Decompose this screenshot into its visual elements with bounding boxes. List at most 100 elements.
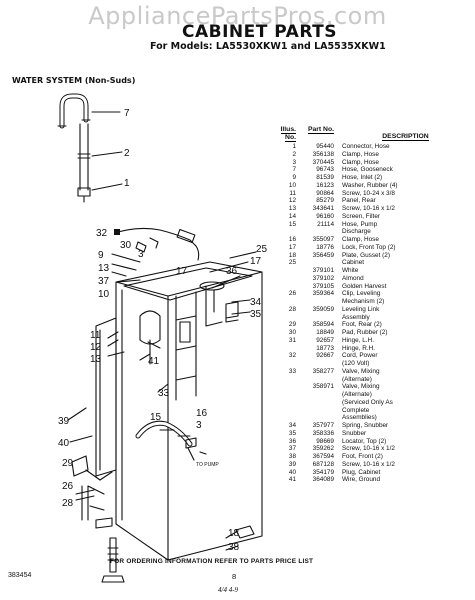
cell-description: Foot, Front (2) xyxy=(342,453,383,461)
cell-description: Screw, 10-16 x 1/2 xyxy=(342,205,395,213)
cell-description: Cord, Power xyxy=(342,352,378,360)
callout-18: 18 xyxy=(228,528,240,539)
cell-description: Mechanism (2) xyxy=(342,298,385,306)
cell-illus-no: 39 xyxy=(288,460,296,468)
to-pump-label: TO PUMP xyxy=(196,462,219,468)
cell-illus-no: 26 xyxy=(288,290,296,298)
cell-illus-no: 9 xyxy=(292,174,296,182)
cell-description: Hinge, R.H. xyxy=(342,344,376,352)
cell-illus-no: 34 xyxy=(288,422,296,430)
cell-illus-no: 1 xyxy=(292,143,296,151)
parts-table-header: Illus. No. Part No. DESCRIPTION xyxy=(274,126,469,142)
cell-illus-no: 31 xyxy=(288,336,296,344)
cell-description: (120 Volt) xyxy=(342,360,370,368)
table-row: Complete xyxy=(274,407,469,415)
front-foot xyxy=(109,537,117,573)
cell-illus-no: 17 xyxy=(288,243,296,251)
table-row: Assemblies) xyxy=(274,414,469,422)
cell-part-no: 21114 xyxy=(317,220,334,228)
table-row: 26 359364 Clip, Leveling xyxy=(274,290,469,298)
cell-illus-no: 18 xyxy=(288,251,296,259)
cell-part-no: 370445 xyxy=(312,158,334,166)
cell-illus-no xyxy=(274,228,300,236)
cell-description: Hose, Gooseneck xyxy=(342,166,393,174)
cell-description: Complete xyxy=(342,406,370,414)
cell-illus-no: 37 xyxy=(288,445,296,453)
callout-10: 10 xyxy=(98,289,110,300)
table-row: 9 81539 Hose, Inlet (2) xyxy=(274,174,469,182)
cell-part-no: 359364 xyxy=(312,290,334,298)
callout-26: 26 xyxy=(62,481,74,492)
callout-25: 25 xyxy=(256,244,268,255)
callout-7: 7 xyxy=(124,108,130,119)
callout-39: 39 xyxy=(58,416,70,427)
cell-part-no: 81539 xyxy=(316,174,334,182)
cell-description: Washer, Rubber (4) xyxy=(342,181,398,189)
cell-description: Pad, Rubber (2) xyxy=(342,329,388,337)
cell-illus-no: 14 xyxy=(288,212,296,220)
cell-part-no: 343641 xyxy=(312,205,334,213)
table-row: (Alternate) xyxy=(274,391,469,399)
callout-15: 15 xyxy=(150,412,162,423)
cell-part-no: 358336 xyxy=(312,429,334,437)
cell-part-no: 379102 xyxy=(312,274,334,282)
cell-part-no: 355097 xyxy=(312,236,334,244)
cell-illus-no xyxy=(274,345,300,353)
cell-description: Screw, 10-24 x 3/8 xyxy=(342,189,395,197)
cell-illus-no: 38 xyxy=(288,453,296,461)
page-number: 8 xyxy=(232,572,237,581)
cell-description: Clip, Leveling xyxy=(342,290,381,298)
cell-illus-no xyxy=(274,376,300,384)
vertical-hose xyxy=(79,123,89,191)
cell-illus-no: 29 xyxy=(288,321,296,329)
cell-part-no: 18776 xyxy=(316,243,334,251)
cell-part-no: 18849 xyxy=(316,329,334,337)
callout-9: 9 xyxy=(98,250,104,261)
cell-description: Golden Harvest xyxy=(342,282,387,290)
handwritten-note: 4/4 4-9 xyxy=(218,586,239,594)
callout-16: 16 xyxy=(196,408,208,419)
cell-part-no: 16123 xyxy=(316,181,334,189)
cell-illus-no xyxy=(274,383,300,391)
cell-description: (Alternate) xyxy=(342,375,372,383)
cell-part-no: 95440 xyxy=(316,143,334,151)
cell-illus-no: 33 xyxy=(288,367,296,375)
rear-panel xyxy=(95,317,117,477)
cell-description: Spring, Snubber xyxy=(342,422,389,430)
callout-2: 2 xyxy=(124,148,130,159)
cell-description: Assemblies) xyxy=(342,414,377,422)
cell-illus-no: 40 xyxy=(288,468,296,476)
gooseneck-hose xyxy=(59,93,89,129)
cell-description: Panel, Rear xyxy=(342,197,376,205)
callout-1: 1 xyxy=(124,178,130,189)
callout-33: 33 xyxy=(158,388,170,399)
cell-description: Valve, Mixing xyxy=(342,383,380,391)
cell-illus-no xyxy=(274,414,300,422)
cell-part-no: 357977 xyxy=(312,422,334,430)
cell-illus-no: 35 xyxy=(288,429,296,437)
cell-illus-no: 10 xyxy=(288,181,296,189)
cell-illus-no: 36 xyxy=(288,437,296,445)
cell-part-no: 358594 xyxy=(312,321,334,329)
cell-illus-no xyxy=(274,275,300,283)
cell-part-no xyxy=(300,399,342,407)
page-title: CABINET PARTS xyxy=(182,22,337,42)
cell-illus-no: 41 xyxy=(288,476,296,484)
document-code: 383454 xyxy=(8,572,32,579)
cell-illus-no: 11 xyxy=(289,189,296,197)
cell-description: Hose, Inlet (2) xyxy=(342,174,383,182)
cell-part-no xyxy=(300,298,342,306)
